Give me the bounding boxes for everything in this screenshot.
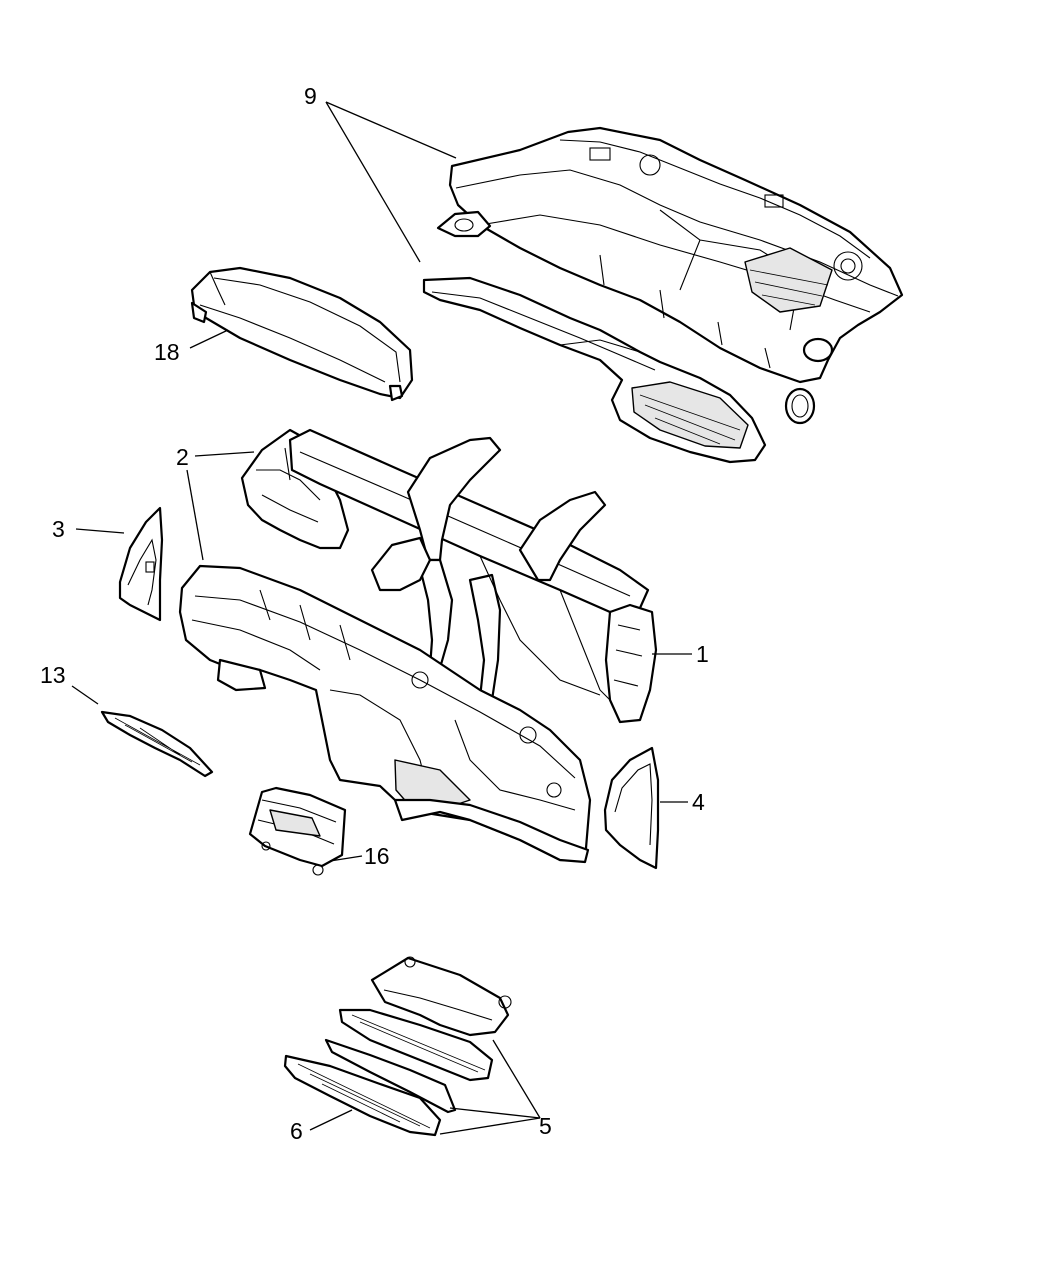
callout-13: 13 (40, 662, 66, 688)
callout-3: 3 (52, 516, 65, 542)
callouts: 9 18 2 3 1 13 4 16 5 6 (40, 83, 709, 1144)
callout-5: 5 (539, 1113, 552, 1139)
support-frame-part (178, 564, 592, 864)
callout-18: 18 (154, 339, 180, 365)
leader-lines (71, 101, 692, 1135)
panel-cover-part (190, 266, 414, 402)
right-end-cap-part (603, 746, 660, 870)
callout-6: 6 (290, 1118, 303, 1144)
left-end-cap-part (118, 506, 164, 622)
callout-4: 4 (692, 789, 705, 815)
cross-car-beam-part (240, 428, 658, 724)
callout-2: 2 (176, 444, 189, 470)
left-duct-part (100, 710, 214, 778)
instrument-panel-part (422, 126, 904, 464)
callout-9: 9 (304, 83, 317, 109)
bracket-part (248, 786, 347, 876)
lower-bezels-part (283, 956, 512, 1137)
callout-16: 16 (364, 843, 390, 869)
callout-1: 1 (696, 641, 709, 667)
